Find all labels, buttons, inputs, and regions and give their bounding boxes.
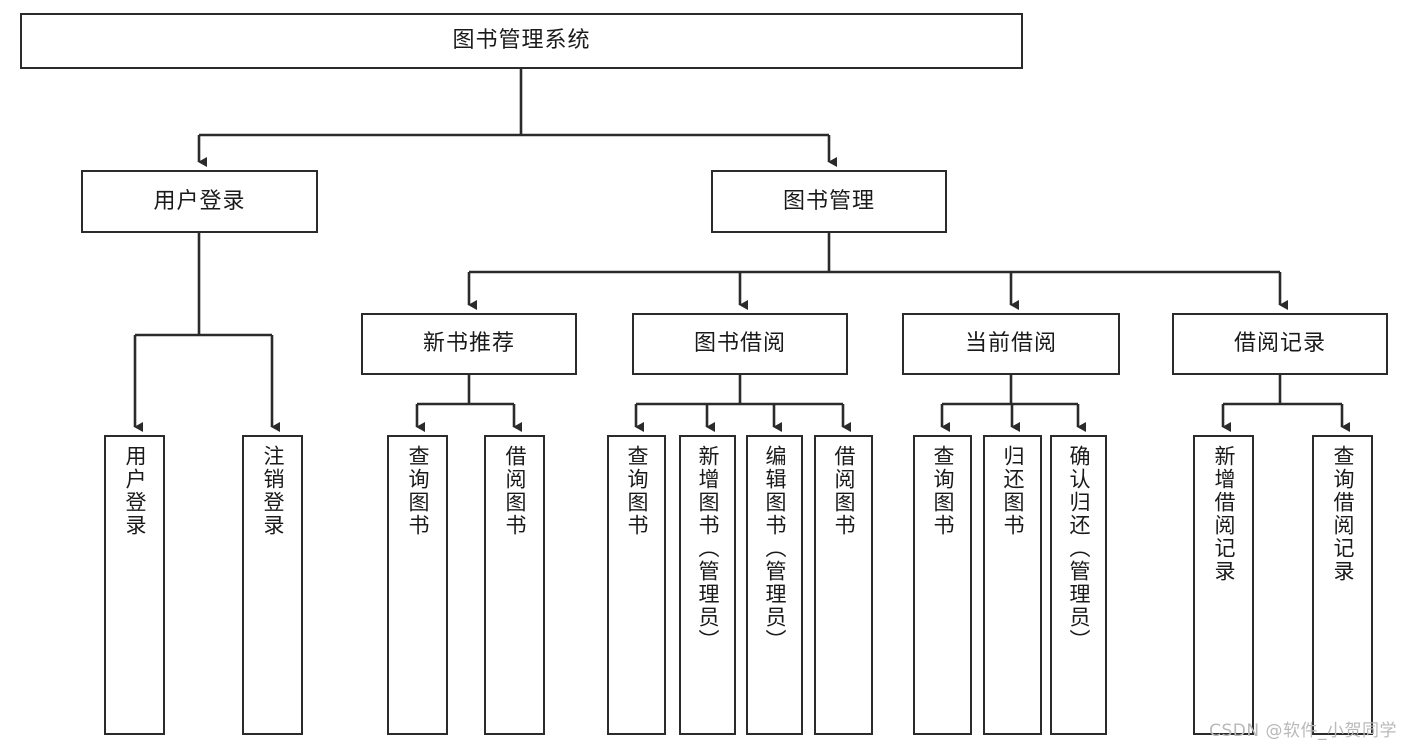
node-leaf-query-book-rec[interactable]: 查询图书: [387, 435, 448, 735]
node-new-book-recommend[interactable]: 新书推荐: [361, 313, 577, 375]
node-leaf-add-book[interactable]: 新增图书（管理员）: [679, 435, 736, 735]
node-leaf-borrow-book-rec[interactable]: 借阅图书: [484, 435, 545, 735]
node-user-login-label: 用户登录: [153, 188, 246, 214]
node-leaf-edit-book[interactable]: 编辑图书（管理员）: [746, 435, 803, 735]
node-leaf-user-login-label: 用户登录: [122, 445, 147, 537]
node-leaf-add-record[interactable]: 新增借阅记录: [1193, 435, 1254, 735]
node-leaf-user-logout-label: 注销登录: [260, 445, 285, 537]
node-user-login[interactable]: 用户登录: [81, 170, 318, 233]
node-book-borrow[interactable]: 图书借阅: [632, 313, 848, 375]
node-leaf-add-record-label: 新增借阅记录: [1211, 445, 1236, 583]
node-leaf-edit-book-label: 编辑图书（管理员）: [762, 445, 787, 652]
node-leaf-query-record[interactable]: 查询借阅记录: [1312, 435, 1373, 735]
node-leaf-confirm-return[interactable]: 确认归还（管理员）: [1050, 435, 1107, 735]
node-leaf-return-book[interactable]: 归还图书: [983, 435, 1042, 735]
node-leaf-query-book-borrow-label: 查询图书: [624, 445, 649, 537]
node-leaf-return-book-label: 归还图书: [1000, 445, 1025, 537]
node-borrow-record-label: 借阅记录: [1233, 331, 1326, 357]
node-leaf-add-book-label: 新增图书（管理员）: [695, 445, 720, 652]
node-book-manage-label: 图书管理: [782, 188, 875, 214]
node-leaf-borrow-book-label: 借阅图书: [831, 445, 856, 537]
node-leaf-confirm-return-label: 确认归还（管理员）: [1066, 445, 1091, 652]
node-leaf-query-book-rec-label: 查询图书: [405, 445, 430, 537]
node-leaf-query-book-cur[interactable]: 查询图书: [913, 435, 972, 735]
node-leaf-query-record-label: 查询借阅记录: [1330, 445, 1355, 583]
node-new-book-recommend-label: 新书推荐: [422, 331, 515, 357]
node-book-manage[interactable]: 图书管理: [711, 170, 947, 233]
node-current-borrow[interactable]: 当前借阅: [902, 313, 1120, 375]
node-leaf-query-book-borrow[interactable]: 查询图书: [607, 435, 666, 735]
node-book-borrow-label: 图书借阅: [693, 331, 786, 357]
node-root[interactable]: 图书管理系统: [20, 13, 1023, 69]
node-leaf-borrow-book[interactable]: 借阅图书: [814, 435, 873, 735]
node-leaf-user-logout[interactable]: 注销登录: [242, 435, 303, 735]
node-leaf-user-login[interactable]: 用户登录: [104, 435, 165, 735]
node-borrow-record[interactable]: 借阅记录: [1172, 313, 1388, 375]
node-leaf-borrow-book-rec-label: 借阅图书: [502, 445, 527, 537]
node-root-label: 图书管理系统: [452, 28, 591, 54]
node-leaf-query-book-cur-label: 查询图书: [930, 445, 955, 537]
node-current-borrow-label: 当前借阅: [964, 331, 1057, 357]
csdn-watermark: CSDN @软件_小贺同学: [1209, 721, 1397, 741]
